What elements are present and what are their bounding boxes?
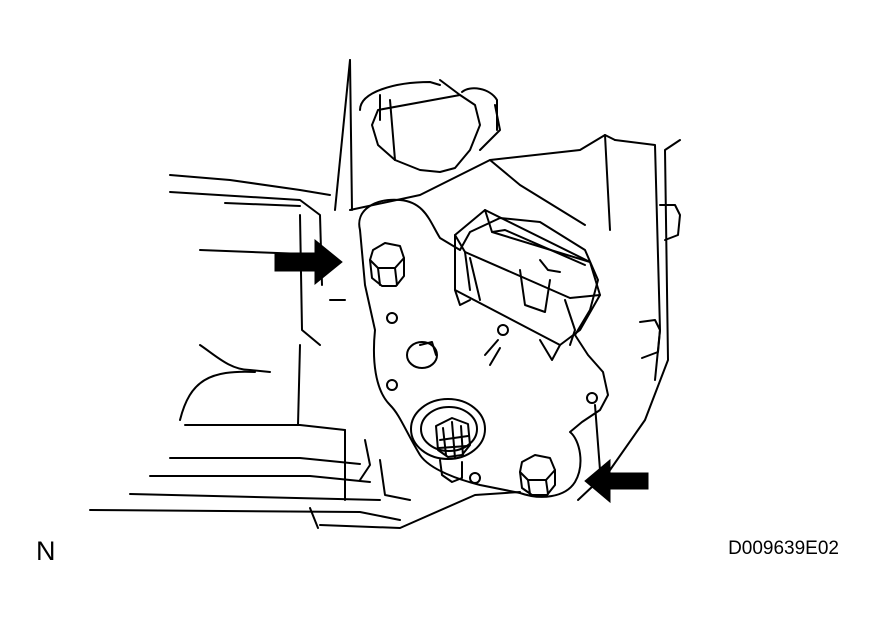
orientation-label: N (36, 536, 56, 566)
lower-bolt (519, 454, 556, 496)
arrow-left-icon (584, 458, 649, 504)
connector-housing (454, 209, 601, 361)
switch-plate (358, 198, 609, 498)
manual-valve-shaft (435, 417, 471, 483)
arrow-right-icon (274, 238, 343, 286)
figure-code: D009639E02 (728, 538, 839, 559)
transmission-case (89, 59, 681, 529)
upper-bolt (369, 242, 405, 287)
